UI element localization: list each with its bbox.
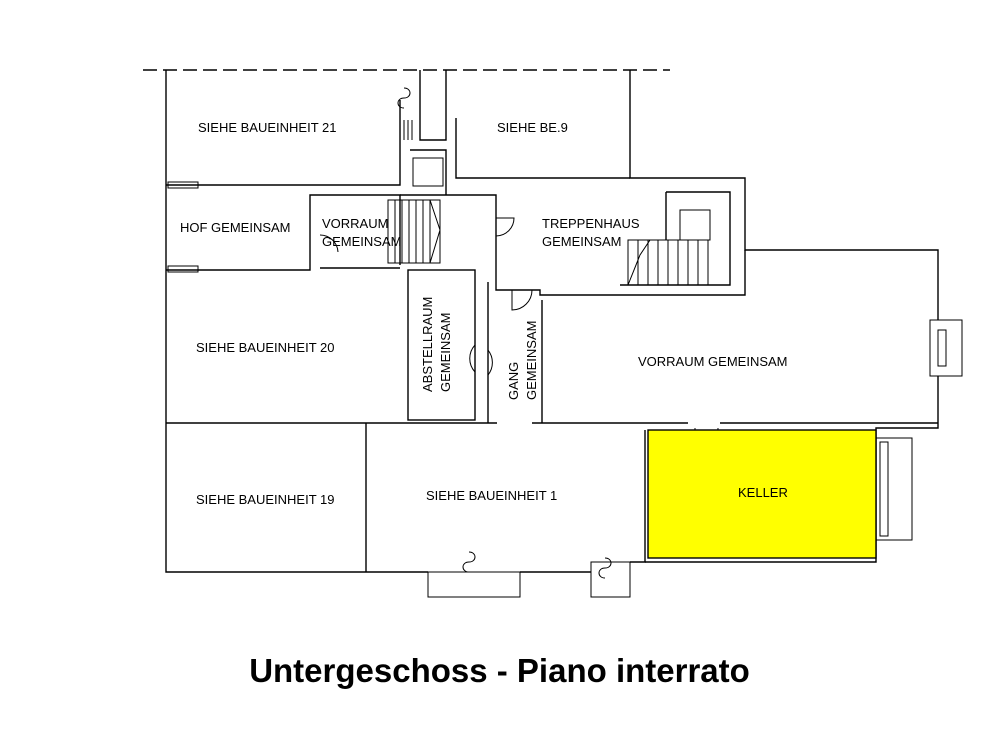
label-abstell-a: ABSTELLRAUM (420, 297, 435, 392)
staircase-left (387, 199, 441, 264)
label-gang-b: GEMEINSAM (524, 321, 539, 400)
label-be21: SIEHE BAUEINHEIT 21 (198, 120, 336, 135)
staircase-right (627, 209, 711, 286)
label-be1: SIEHE BAUEINHEIT 1 (426, 488, 557, 503)
label-be19: SIEHE BAUEINHEIT 19 (196, 492, 334, 507)
label-hof: HOF GEMEINSAM (180, 220, 291, 235)
label-treppen-b: GEMEINSAM (542, 234, 621, 249)
label-be20: SIEHE BAUEINHEIT 20 (196, 340, 334, 355)
page-title: Untergeschoss - Piano interrato (249, 652, 750, 689)
label-vorraum-a: VORRAUM (322, 216, 388, 231)
keller-highlight (647, 429, 877, 559)
interior-walls (166, 100, 938, 572)
outer-walls (165, 70, 939, 573)
label-gang-a: GANG (506, 362, 521, 400)
light-wells (427, 319, 963, 598)
label-keller: KELLER (738, 485, 788, 500)
label-abstell-b: GEMEINSAM (438, 313, 453, 392)
section-markers (397, 87, 612, 579)
label-vorraum-b: GEMEINSAM (322, 234, 401, 249)
label-treppen-a: TREPPENHAUS (542, 216, 640, 231)
vent-bars (167, 120, 413, 273)
label-be9: SIEHE BE.9 (497, 120, 568, 135)
label-vorraum-big: VORRAUM GEMEINSAM (638, 354, 788, 369)
